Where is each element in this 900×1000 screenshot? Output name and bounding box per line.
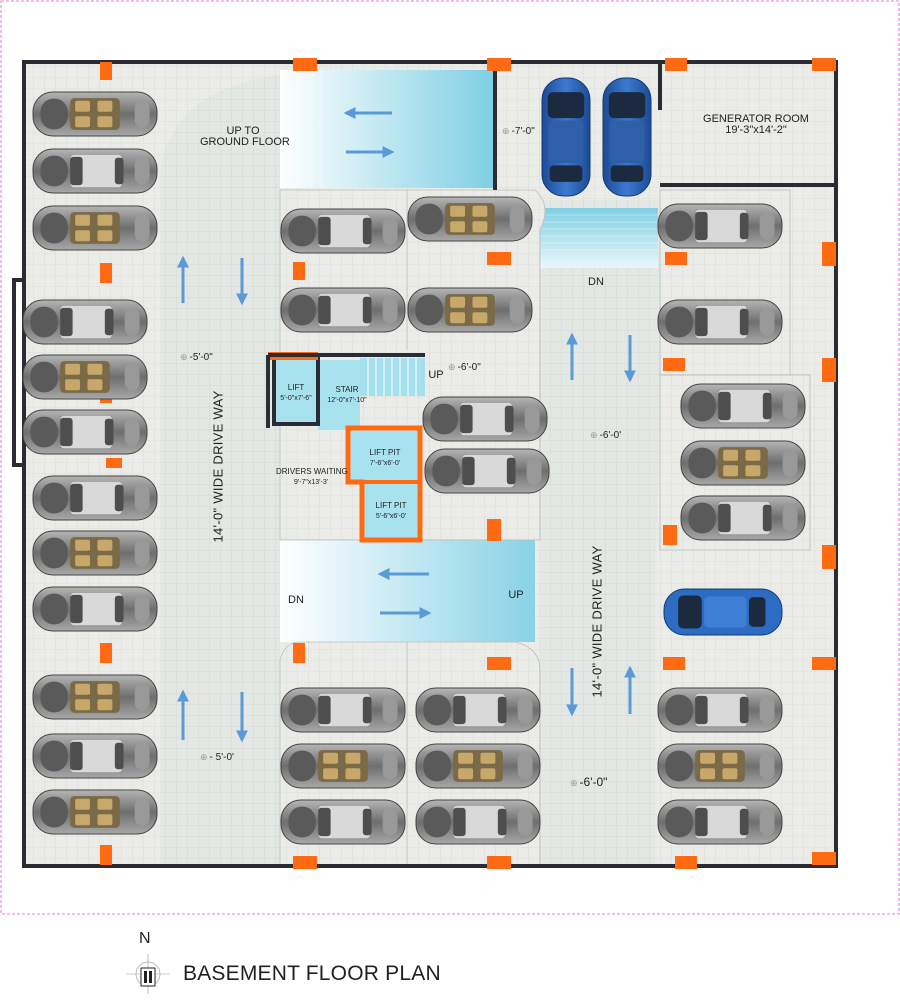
car-left-3 bbox=[32, 205, 158, 251]
car-bottom-2 bbox=[280, 743, 406, 789]
site-boundary bbox=[0, 0, 900, 915]
car-bottom-3 bbox=[280, 799, 406, 845]
stair-size: 12'-0"x7'-10" bbox=[327, 397, 367, 404]
generator-room-name: GENERATOR ROOM bbox=[703, 113, 809, 125]
lift-pit-1-name: LIFT PIT bbox=[369, 448, 401, 457]
car-left-9 bbox=[32, 586, 158, 632]
traffic-arrows bbox=[177, 107, 636, 743]
level-stair: -6'-0" bbox=[448, 362, 481, 373]
up-bottom-label: UP bbox=[508, 589, 524, 601]
up-to-ground-label: UP TO GROUND FLOOR bbox=[200, 125, 290, 148]
level-left-bottom: - 5'-0' bbox=[200, 752, 234, 763]
lift-pit-2-name: LIFT PIT bbox=[375, 501, 407, 510]
car-left-6 bbox=[22, 409, 148, 455]
car-top-blue-1 bbox=[541, 77, 591, 197]
plan-title: BASEMENT FLOOR PLAN bbox=[183, 962, 441, 985]
drivers-waiting-label: DRIVERS WAITING 9'-7"x13'-3' bbox=[276, 466, 348, 488]
car-left-12 bbox=[32, 789, 158, 835]
car-bottom-6 bbox=[415, 799, 541, 845]
car-left-8 bbox=[32, 530, 158, 576]
car-top-blue-2 bbox=[602, 77, 652, 197]
level-left-top: -5'-0" bbox=[180, 352, 213, 363]
top-ramp bbox=[280, 70, 493, 188]
parked-cars bbox=[22, 77, 806, 845]
up-to-ground-line1: UP TO bbox=[226, 125, 260, 137]
lift-pit-1-size: 7'-6"x6'-0' bbox=[369, 460, 401, 467]
car-left-2 bbox=[32, 148, 158, 194]
car-right-4 bbox=[680, 440, 806, 486]
car-right-blue bbox=[663, 588, 783, 636]
car-bottom-4 bbox=[415, 687, 541, 733]
right-driveway-label: 14'-0" WIDE DRIVE WAY bbox=[589, 545, 605, 698]
car-left-5 bbox=[22, 354, 148, 400]
lift-pit-2-size: 5'-6"x6'-0' bbox=[375, 513, 407, 520]
car-island-6 bbox=[424, 448, 550, 494]
car-left-11 bbox=[32, 733, 158, 779]
north-compass-icon bbox=[126, 954, 170, 994]
lift-name: LIFT bbox=[287, 383, 305, 392]
car-right-5 bbox=[680, 495, 806, 541]
car-island-2 bbox=[407, 196, 533, 242]
stair-name: STAIR bbox=[335, 385, 359, 394]
car-island-4 bbox=[407, 287, 533, 333]
drivers-waiting-name: DRIVERS WAITING bbox=[276, 467, 348, 476]
outer-walls bbox=[12, 60, 838, 868]
north-label: N bbox=[139, 930, 151, 947]
car-bottom-1 bbox=[280, 687, 406, 733]
car-island-5 bbox=[422, 396, 548, 442]
car-right-1 bbox=[657, 203, 783, 249]
car-right-7 bbox=[657, 743, 783, 789]
bottom-ramp bbox=[280, 540, 535, 642]
car-right-6 bbox=[657, 687, 783, 733]
left-driveway-label: 14'-0" WIDE DRIVE WAY bbox=[210, 390, 226, 543]
car-left-7 bbox=[32, 475, 158, 521]
level-right-mid: -6'-0' bbox=[590, 430, 622, 441]
car-island-1 bbox=[280, 208, 406, 254]
up-to-ground-line2: GROUND FLOOR bbox=[200, 136, 290, 148]
car-left-10 bbox=[32, 674, 158, 720]
right-ramp bbox=[538, 208, 658, 268]
dn-bottom-label: DN bbox=[288, 594, 304, 606]
car-right-8 bbox=[657, 799, 783, 845]
lift-size: 5'-0"x7'-6" bbox=[280, 395, 312, 402]
car-island-3 bbox=[280, 287, 406, 333]
level-ramp-top: -7'-0" bbox=[502, 126, 535, 137]
drivers-waiting-size: 9'-7"x13'-3' bbox=[293, 479, 329, 486]
lift-pit-1-label: LIFT PIT 7'-6"x6'-0' bbox=[360, 447, 410, 469]
car-left-4 bbox=[22, 299, 148, 345]
level-right-bottom: -6'-0" bbox=[570, 775, 608, 789]
left-driveway bbox=[160, 75, 280, 866]
generator-room-size: 19'-3"x14'-2" bbox=[725, 124, 787, 136]
car-right-2 bbox=[657, 299, 783, 345]
car-bottom-5 bbox=[415, 743, 541, 789]
dn-right-label: DN bbox=[588, 276, 604, 288]
lift-label: LIFT 5'-0"x7'-6" bbox=[276, 382, 316, 404]
right-driveway bbox=[540, 200, 661, 866]
stair-label: STAIR 12'-0"x7'-10" bbox=[322, 384, 372, 406]
car-right-3 bbox=[680, 383, 806, 429]
lift-pit-2-label: LIFT PIT 5'-6"x6'-0' bbox=[366, 500, 416, 522]
generator-room-label: GENERATOR ROOM 19'-3"x14'-2" bbox=[700, 114, 812, 136]
car-left-1 bbox=[32, 91, 158, 137]
up-stair-label: UP bbox=[428, 369, 444, 381]
